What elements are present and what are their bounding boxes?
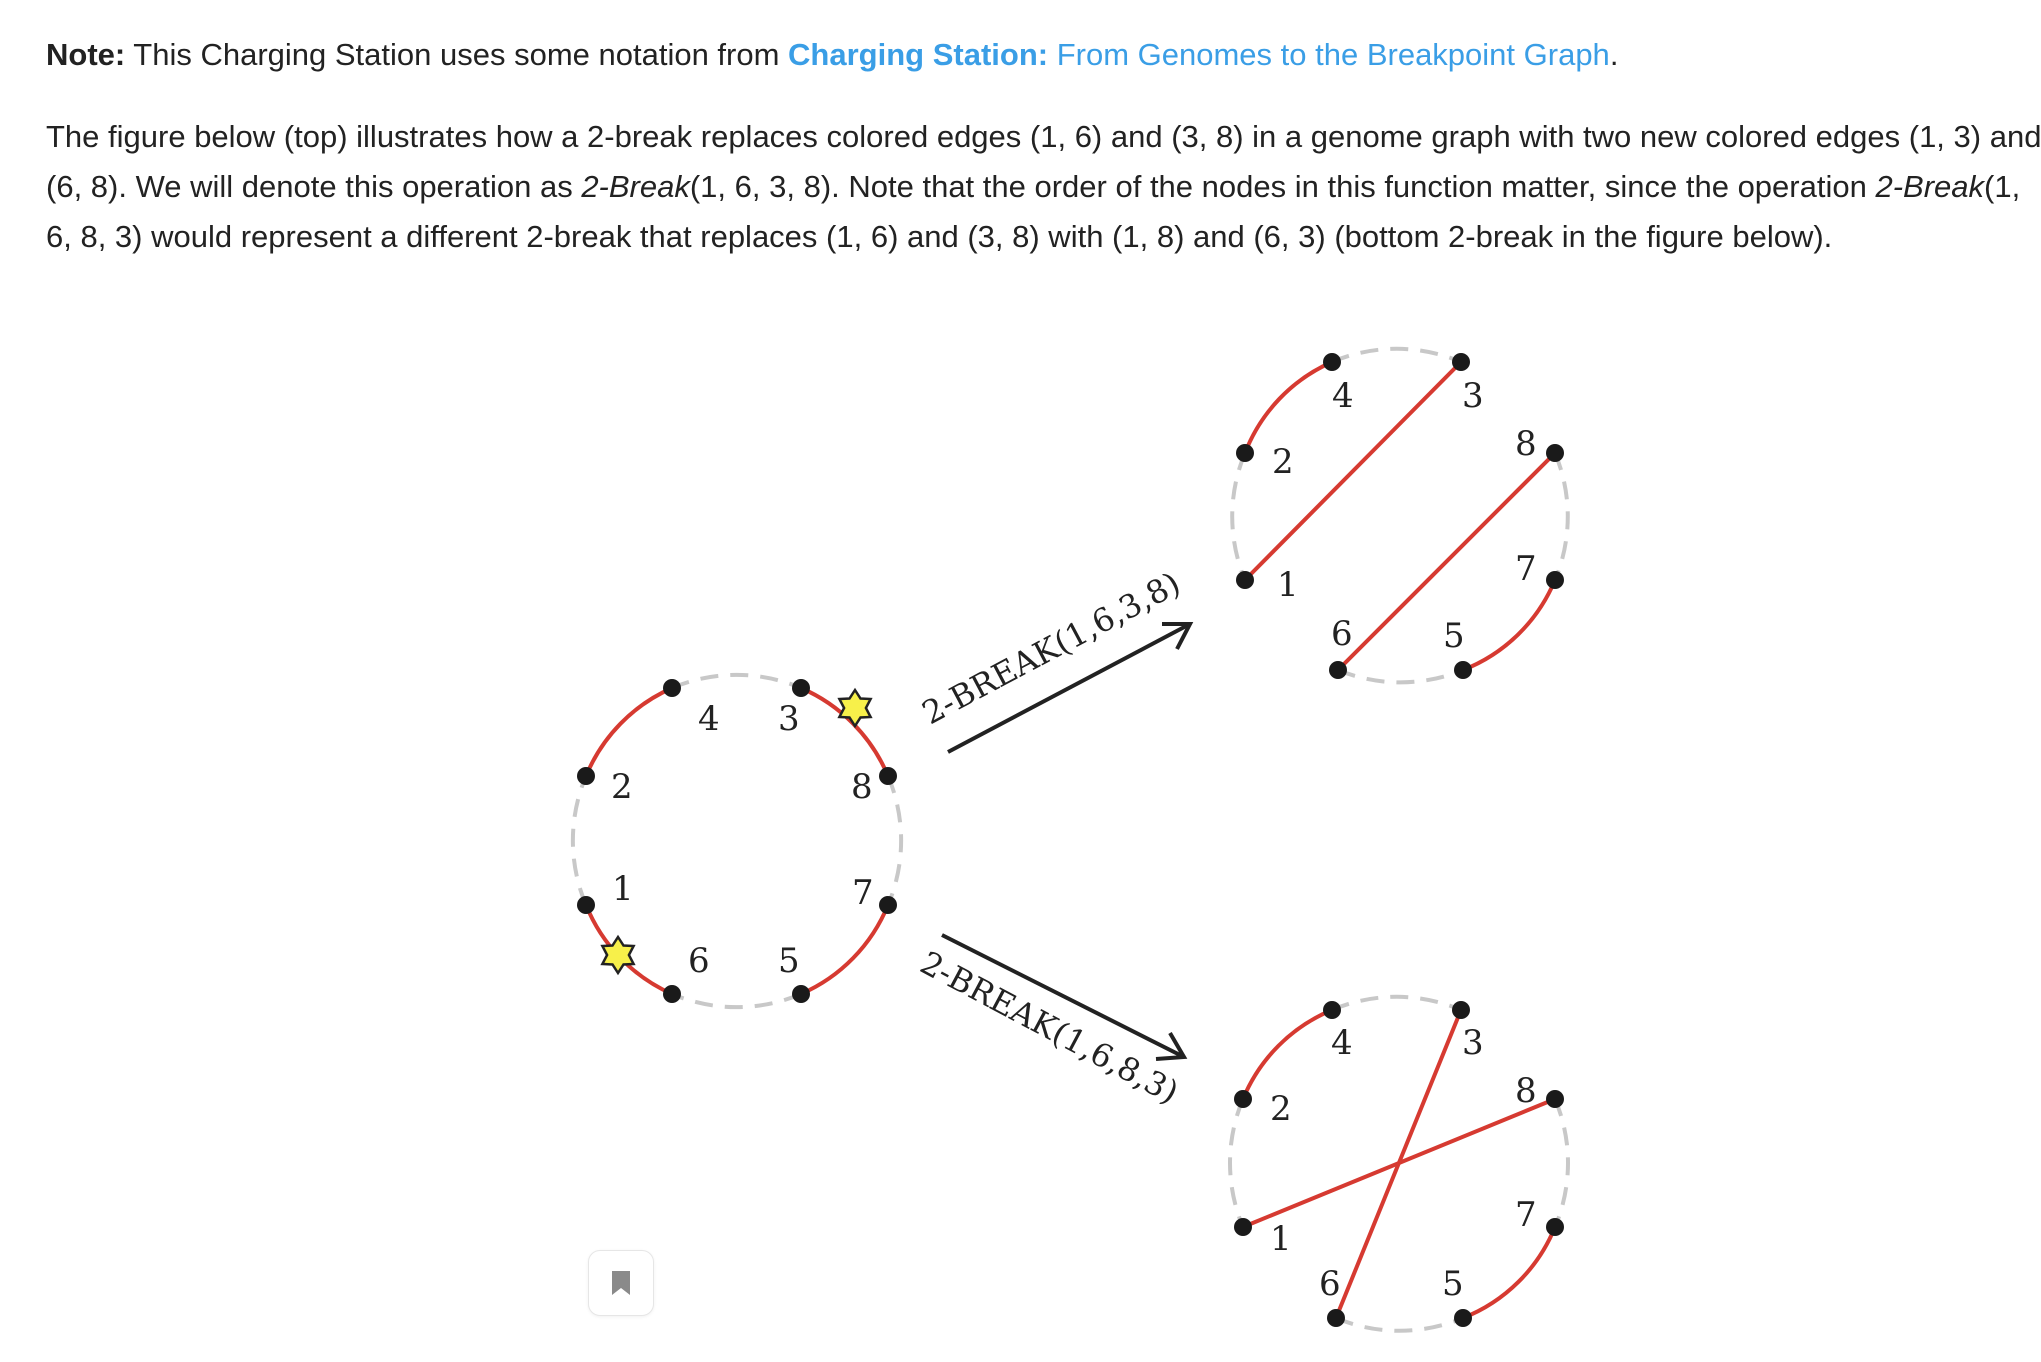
node-label-5: 5 [778,941,800,981]
node [1236,571,1254,589]
black-edge-8-7 [1553,1098,1570,1228]
black-edge-2-1 [1230,452,1247,581]
red-edge-7-5 [1462,579,1557,672]
node [1234,1218,1252,1236]
node [1454,1309,1472,1327]
node [879,896,897,914]
node [1329,661,1347,679]
genome-graph-bottom-result: 4 3 2 8 1 7 6 5 [1228,994,1570,1333]
node-label-5: 5 [1442,1264,1464,1304]
red-edge-7-5 [800,904,890,996]
node-label-3: 3 [1462,376,1484,416]
charging-station-link[interactable]: From Genomes to the Breakpoint Graph [1048,37,1610,72]
black-edge-1-2 [570,775,588,906]
bookmark-button[interactable] [588,1250,654,1316]
node-label-6: 6 [1331,614,1353,654]
break-star-top [837,687,873,729]
node-label-4: 4 [698,699,720,739]
node-label-2: 2 [1272,442,1294,482]
line-2-text-a: (6, 8). We will denote this operation as [46,169,582,204]
node [1234,1090,1252,1108]
red-edge-2-4 [1243,360,1333,454]
arrow-bottom-label: 2-BREAK(1,6,8,3) [914,944,1184,1112]
node [792,679,810,697]
description-line-2: (6, 8). We will denote this operation as… [46,162,2041,212]
red-edge-7-5 [1462,1226,1557,1320]
arrow-top: 2-BREAK(1,6,3,8) [916,564,1194,754]
genome-graph-original: 4 3 2 8 1 7 6 5 [570,672,904,1010]
black-edge-4-3 [1331,346,1462,364]
node-label-3: 3 [1462,1023,1484,1063]
node-label-3: 3 [778,699,800,739]
note-text: This Charging Station uses some notation… [125,37,789,72]
arrow-bottom: 2-BREAK(1,6,8,3) [914,933,1188,1112]
node [663,985,681,1003]
two-break-term-2: 2-Break [1875,169,1984,204]
black-edge-6-5 [1337,668,1464,685]
node-label-8: 8 [1515,1071,1537,1111]
node [663,679,681,697]
red-edge-6-3 [1334,1009,1463,1319]
note-paragraph: Note: This Charging Station uses some no… [46,30,1618,80]
red-edge-6-8 [1336,451,1557,672]
node-label-6: 6 [688,941,710,981]
black-edge-8-7 [1553,452,1570,581]
bookmark-icon [612,1271,630,1295]
node [1546,1218,1564,1236]
node-label-4: 4 [1331,1023,1353,1063]
node [1546,1090,1564,1108]
note-label: Note: [46,37,126,72]
node [1454,661,1472,679]
node-label-1: 1 [612,869,634,909]
two-break-term-1: 2-Break [581,169,690,204]
description-line-3: 6, 8, 3) would represent a different 2-b… [46,219,1833,254]
node-label-2: 2 [611,767,633,807]
node-label-5: 5 [1443,616,1465,656]
line-2-text-c: (1, [1984,169,2021,204]
node-label-7: 7 [1515,1195,1537,1235]
node-label-4: 4 [1332,376,1354,416]
node [792,985,810,1003]
node-label-7: 7 [852,873,874,913]
red-edge-6-1 [584,904,673,996]
red-edge-2-4 [1241,1008,1333,1100]
description-line-1: The figure below (top) illustrates how a… [46,119,2041,154]
black-edge-4-3 [1331,994,1462,1012]
node [1546,571,1564,589]
break-star-bottom [600,934,636,976]
red-edge-1-3 [1243,360,1463,582]
node [1452,1001,1470,1019]
charging-station-link-bold[interactable]: Charging Station: [788,37,1049,72]
black-edge-3-4 [671,672,802,690]
node-label-7: 7 [1515,549,1537,589]
node-label-2: 2 [1270,1089,1292,1129]
node-label-1: 1 [1277,565,1299,605]
line-2-text-b: (1, 6, 3, 8). Note that the order of the… [689,169,1876,204]
black-edge-5-6 [671,992,802,1010]
node-label-6: 6 [1319,1264,1341,1304]
description-paragraph: The figure below (top) illustrates how a… [46,112,2041,262]
node-label-1: 1 [1270,1219,1292,1259]
node-label-8: 8 [1515,424,1537,464]
genome-graph-top-result: 4 3 2 8 1 7 6 5 [1230,346,1570,685]
node [1236,444,1254,462]
node-label-8: 8 [851,767,873,807]
black-edge-7-8 [886,775,904,906]
node [1323,353,1341,371]
node [1323,1001,1341,1019]
arrow-top-label: 2-BREAK(1,6,3,8) [916,564,1186,732]
red-edge-3-8 [800,686,890,777]
node [1546,444,1564,462]
red-edge-2-4 [584,686,673,777]
node [577,896,595,914]
node [577,767,595,785]
black-edge-6-5 [1335,1316,1464,1333]
red-edge-1-8 [1242,1097,1556,1229]
node [1327,1309,1345,1327]
node [879,767,897,785]
note-period: . [1609,37,1619,72]
node [1452,353,1470,371]
black-edge-2-1 [1228,1098,1245,1228]
